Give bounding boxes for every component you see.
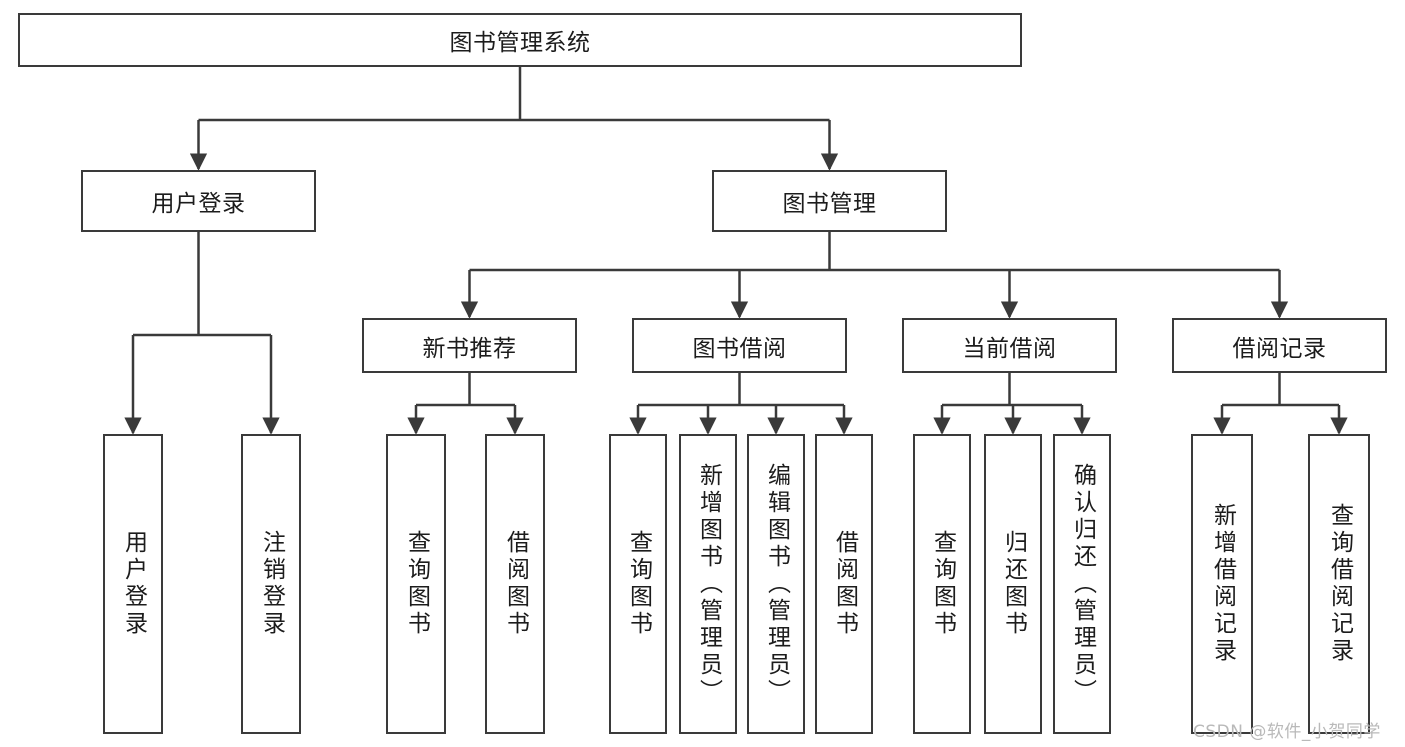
node-leaf-query-borrow-record-label: 查询借阅记录: [1326, 503, 1353, 665]
node-book-borrow[interactable]: 图书借阅: [632, 318, 847, 373]
node-leaf-query-book-2-label: 查询图书: [625, 530, 652, 638]
node-leaf-user-login[interactable]: 用户登录: [103, 434, 163, 734]
node-current-borrow[interactable]: 当前借阅: [902, 318, 1117, 373]
node-leaf-add-borrow-record-label: 新增借阅记录: [1209, 503, 1236, 665]
node-leaf-borrow-book-1-label: 借阅图书: [502, 530, 529, 638]
node-leaf-borrow-book-2[interactable]: 借阅图书: [815, 434, 873, 734]
node-leaf-confirm-return[interactable]: 确认归还（管理员）: [1053, 434, 1111, 734]
node-root-label: 图书管理系统: [449, 30, 591, 56]
node-leaf-borrow-book-2-label: 借阅图书: [831, 530, 858, 638]
node-leaf-query-book-1-label: 查询图书: [403, 530, 430, 638]
node-book-borrow-label: 图书借阅: [692, 335, 787, 362]
csdn-watermark: CSDN @软件_小贺同学: [1193, 722, 1381, 742]
node-book-manage[interactable]: 图书管理: [712, 170, 947, 232]
node-leaf-add-book-label: 新增图书（管理员）: [695, 462, 722, 706]
node-new-book-recommend-label: 新书推荐: [422, 335, 517, 362]
node-leaf-user-logout[interactable]: 注销登录: [241, 434, 301, 734]
node-leaf-query-book-3-label: 查询图书: [929, 530, 956, 638]
node-leaf-confirm-return-label: 确认归还（管理员）: [1069, 462, 1096, 706]
node-leaf-add-borrow-record[interactable]: 新增借阅记录: [1191, 434, 1253, 734]
node-leaf-edit-book-label: 编辑图书（管理员）: [763, 462, 790, 706]
node-leaf-return-book[interactable]: 归还图书: [984, 434, 1042, 734]
node-leaf-edit-book[interactable]: 编辑图书（管理员）: [747, 434, 805, 734]
node-leaf-user-logout-label: 注销登录: [258, 530, 285, 638]
node-current-borrow-label: 当前借阅: [962, 335, 1057, 362]
node-leaf-query-book-2[interactable]: 查询图书: [609, 434, 667, 734]
node-leaf-query-borrow-record[interactable]: 查询借阅记录: [1308, 434, 1370, 734]
node-leaf-add-book[interactable]: 新增图书（管理员）: [679, 434, 737, 734]
node-root[interactable]: 图书管理系统: [18, 13, 1022, 67]
node-leaf-borrow-book-1[interactable]: 借阅图书: [485, 434, 545, 734]
node-leaf-query-book-3[interactable]: 查询图书: [913, 434, 971, 734]
node-book-manage-label: 图书管理: [782, 191, 877, 217]
node-user-login[interactable]: 用户登录: [81, 170, 316, 232]
node-borrow-record-label: 借阅记录: [1232, 335, 1327, 362]
node-user-login-label: 用户登录: [151, 191, 246, 217]
node-leaf-user-login-label: 用户登录: [120, 530, 147, 638]
node-leaf-query-book-1[interactable]: 查询图书: [386, 434, 446, 734]
node-leaf-return-book-label: 归还图书: [1000, 530, 1027, 638]
node-new-book-recommend[interactable]: 新书推荐: [362, 318, 577, 373]
node-borrow-record[interactable]: 借阅记录: [1172, 318, 1387, 373]
